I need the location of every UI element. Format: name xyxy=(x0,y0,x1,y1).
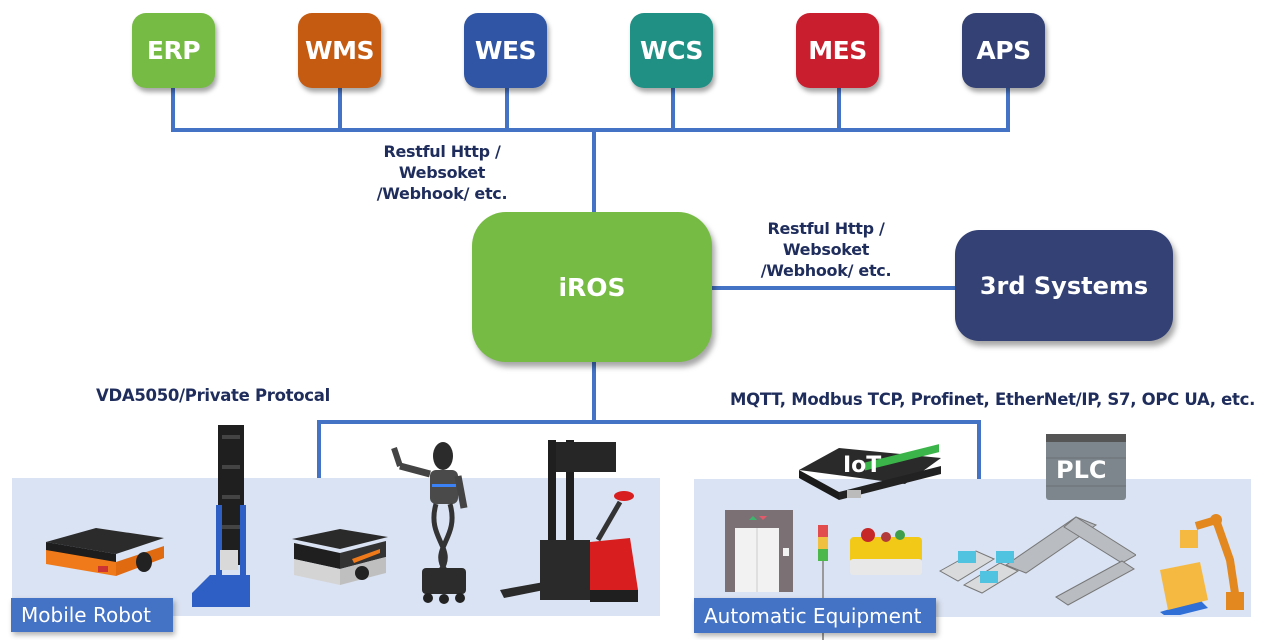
system-wcs-label: WCS xyxy=(640,36,703,65)
system-mes-label: MES xyxy=(808,36,867,65)
core-to-bottom-line xyxy=(592,362,596,422)
conveyor-line-icon xyxy=(938,516,1136,606)
system-erp-label: ERP xyxy=(146,36,201,65)
connector-aps xyxy=(1006,88,1010,132)
top-bus-line xyxy=(171,128,1010,132)
electric-stacker-forklift-icon xyxy=(500,440,638,602)
latent-lifting-amr-icon xyxy=(46,528,164,576)
side-protocol-line-2: Websoket xyxy=(782,240,870,259)
iros-core-label: iROS xyxy=(558,272,626,302)
connector-erp xyxy=(171,88,175,132)
upper-protocol-line-1: Restful Http / xyxy=(383,142,501,161)
connector-automatic-equipment xyxy=(977,420,981,480)
bottom-bus-line xyxy=(317,420,981,424)
mobile-robot-title: Mobile Robot xyxy=(11,598,173,632)
system-wms: WMS xyxy=(298,13,381,88)
bus-to-core-line xyxy=(592,128,596,214)
upper-protocol-line-2: Websoket xyxy=(398,163,486,182)
mobile-robot-title-text: Mobile Robot xyxy=(21,603,151,627)
side-protocol-line-3: /Webhook/ etc. xyxy=(760,261,892,280)
button-box-icon xyxy=(850,528,922,575)
system-wcs: WCS xyxy=(630,13,713,88)
elevator-icon xyxy=(725,510,793,592)
robot-protocol-label: VDA5050/Private Protocal xyxy=(96,386,330,405)
robotic-arm-palletizer-icon xyxy=(1160,514,1244,615)
system-wes: WES xyxy=(464,13,547,88)
core-to-third-line xyxy=(712,286,956,290)
system-erp: ERP xyxy=(132,13,215,88)
automatic-equipment-title: Automatic Equipment xyxy=(694,598,936,633)
upper-protocol-line-3: /Webhook/ etc. xyxy=(376,184,508,203)
jacking-amr-icon xyxy=(292,529,388,585)
iros-core-box: iROS xyxy=(472,212,712,362)
connector-wes xyxy=(505,88,509,132)
humanoid-robot-icon xyxy=(391,442,468,604)
iot-gateway-icon: IoT xyxy=(799,444,941,500)
iot-label: IoT xyxy=(843,453,881,478)
automatic-equipment-title-text: Automatic Equipment xyxy=(704,603,922,628)
upper-protocol-label: Restful Http / Websoket /Webhook/ etc. xyxy=(360,141,524,204)
stacker-amr-icon xyxy=(192,425,250,607)
third-systems-box: 3rd Systems xyxy=(955,230,1173,341)
connector-mobile-robot xyxy=(317,420,321,480)
system-aps-label: APS xyxy=(976,36,1031,65)
plc-icon: PLC xyxy=(1046,434,1126,500)
third-systems-label: 3rd Systems xyxy=(979,271,1149,300)
side-protocol-line-1: Restful Http / xyxy=(767,219,885,238)
plc-label: PLC xyxy=(1056,456,1107,484)
system-wes-label: WES xyxy=(474,36,537,65)
equipment-protocol-label: MQTT, Modbus TCP, Profinet, EtherNet/IP,… xyxy=(730,390,1256,409)
side-protocol-label: Restful Http / Websoket /Webhook/ etc. xyxy=(744,218,908,281)
system-mes: MES xyxy=(796,13,879,88)
connector-wcs xyxy=(671,88,675,132)
system-aps: APS xyxy=(962,13,1045,88)
connector-wms xyxy=(338,88,342,132)
system-wms-label: WMS xyxy=(305,36,374,65)
connector-mes xyxy=(837,88,841,132)
